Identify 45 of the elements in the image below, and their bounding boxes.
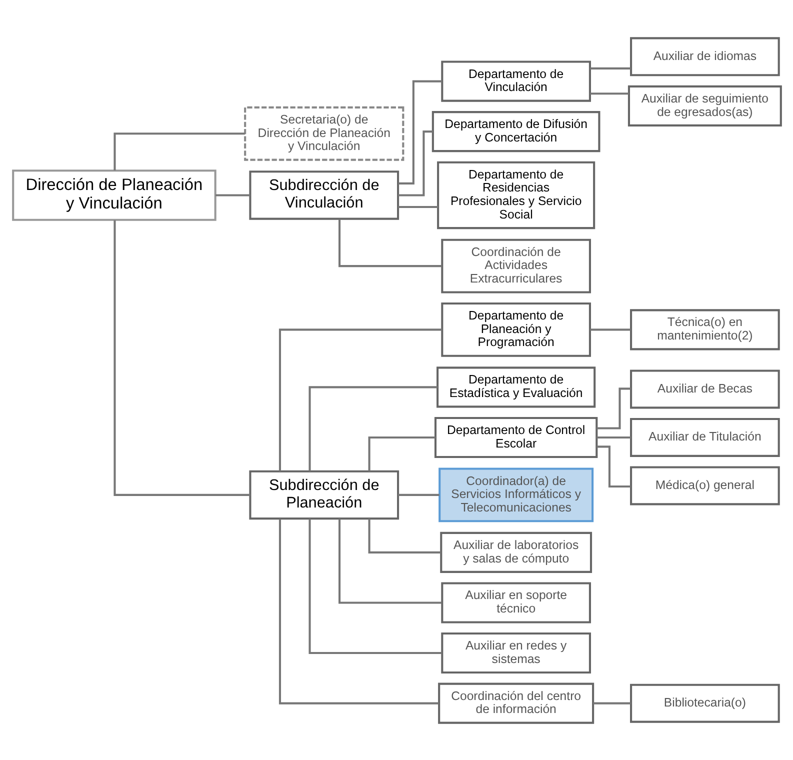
connector — [278, 518, 438, 704]
node-box: Departamento de Estadística y Evaluación — [436, 366, 596, 408]
node-box: Auxiliar de laboratorios y salas de cómputo — [440, 531, 592, 572]
node-box: Departamento de Difusión y Concertación — [431, 110, 600, 152]
node-box: Subdirección de Vinculación — [248, 170, 399, 220]
connector — [596, 387, 630, 429]
connector — [368, 518, 440, 553]
connector — [590, 66, 630, 69]
node-box: Técnica(o) en mantenimiento(2) — [630, 308, 780, 350]
connector — [590, 92, 628, 94]
node-box: Departamento de Control Escolar — [434, 416, 598, 458]
connector — [113, 220, 250, 496]
node-box: Médica(o) general — [630, 466, 780, 505]
connector — [398, 493, 439, 496]
node-box: Coordinación del centro de información — [438, 682, 594, 724]
node-box: Departamento de Residencias Profesionales y Servicio Social — [436, 160, 595, 229]
node-box: Bibliotecaria(o) — [630, 683, 780, 722]
connector — [398, 206, 438, 208]
connector — [308, 518, 442, 654]
connector — [592, 702, 630, 704]
connector — [338, 218, 442, 267]
node-box: Secretaria(o) de Dirección de Planeación y Vinculación — [244, 106, 404, 160]
node-box: Auxiliar de Titulación — [630, 417, 780, 456]
node-box: Auxiliar de idiomas — [630, 36, 780, 76]
connector — [214, 194, 250, 196]
connector — [596, 445, 630, 487]
connector — [308, 386, 437, 471]
node-box: Auxiliar de seguimiento de egresados(as) — [627, 84, 782, 126]
connector — [596, 436, 630, 438]
connector — [398, 130, 432, 196]
node-box: Auxiliar en soporte técnico — [440, 582, 590, 623]
node-box: Auxiliar de Becas — [630, 369, 780, 408]
connector — [590, 328, 630, 330]
connector — [398, 80, 442, 184]
node-box: Coordinación de Actividades Extracurriculares — [440, 238, 590, 293]
node-box: Coordinador(a) de Servicios Informáticos y Telecomunicaciones — [438, 467, 594, 522]
connector — [113, 132, 244, 170]
node-box: Dirección de Planeación y Vinculación — [12, 169, 216, 220]
node-box: Subdirección de Planeación — [248, 470, 399, 520]
node-box: Departamento de Vinculación — [440, 60, 590, 102]
connector — [338, 518, 442, 604]
node-box: Auxiliar en redes y sistemas — [440, 632, 590, 674]
node-box: Departamento de Planeación y Programación — [440, 302, 590, 356]
connector — [368, 436, 435, 471]
connector — [278, 328, 442, 471]
